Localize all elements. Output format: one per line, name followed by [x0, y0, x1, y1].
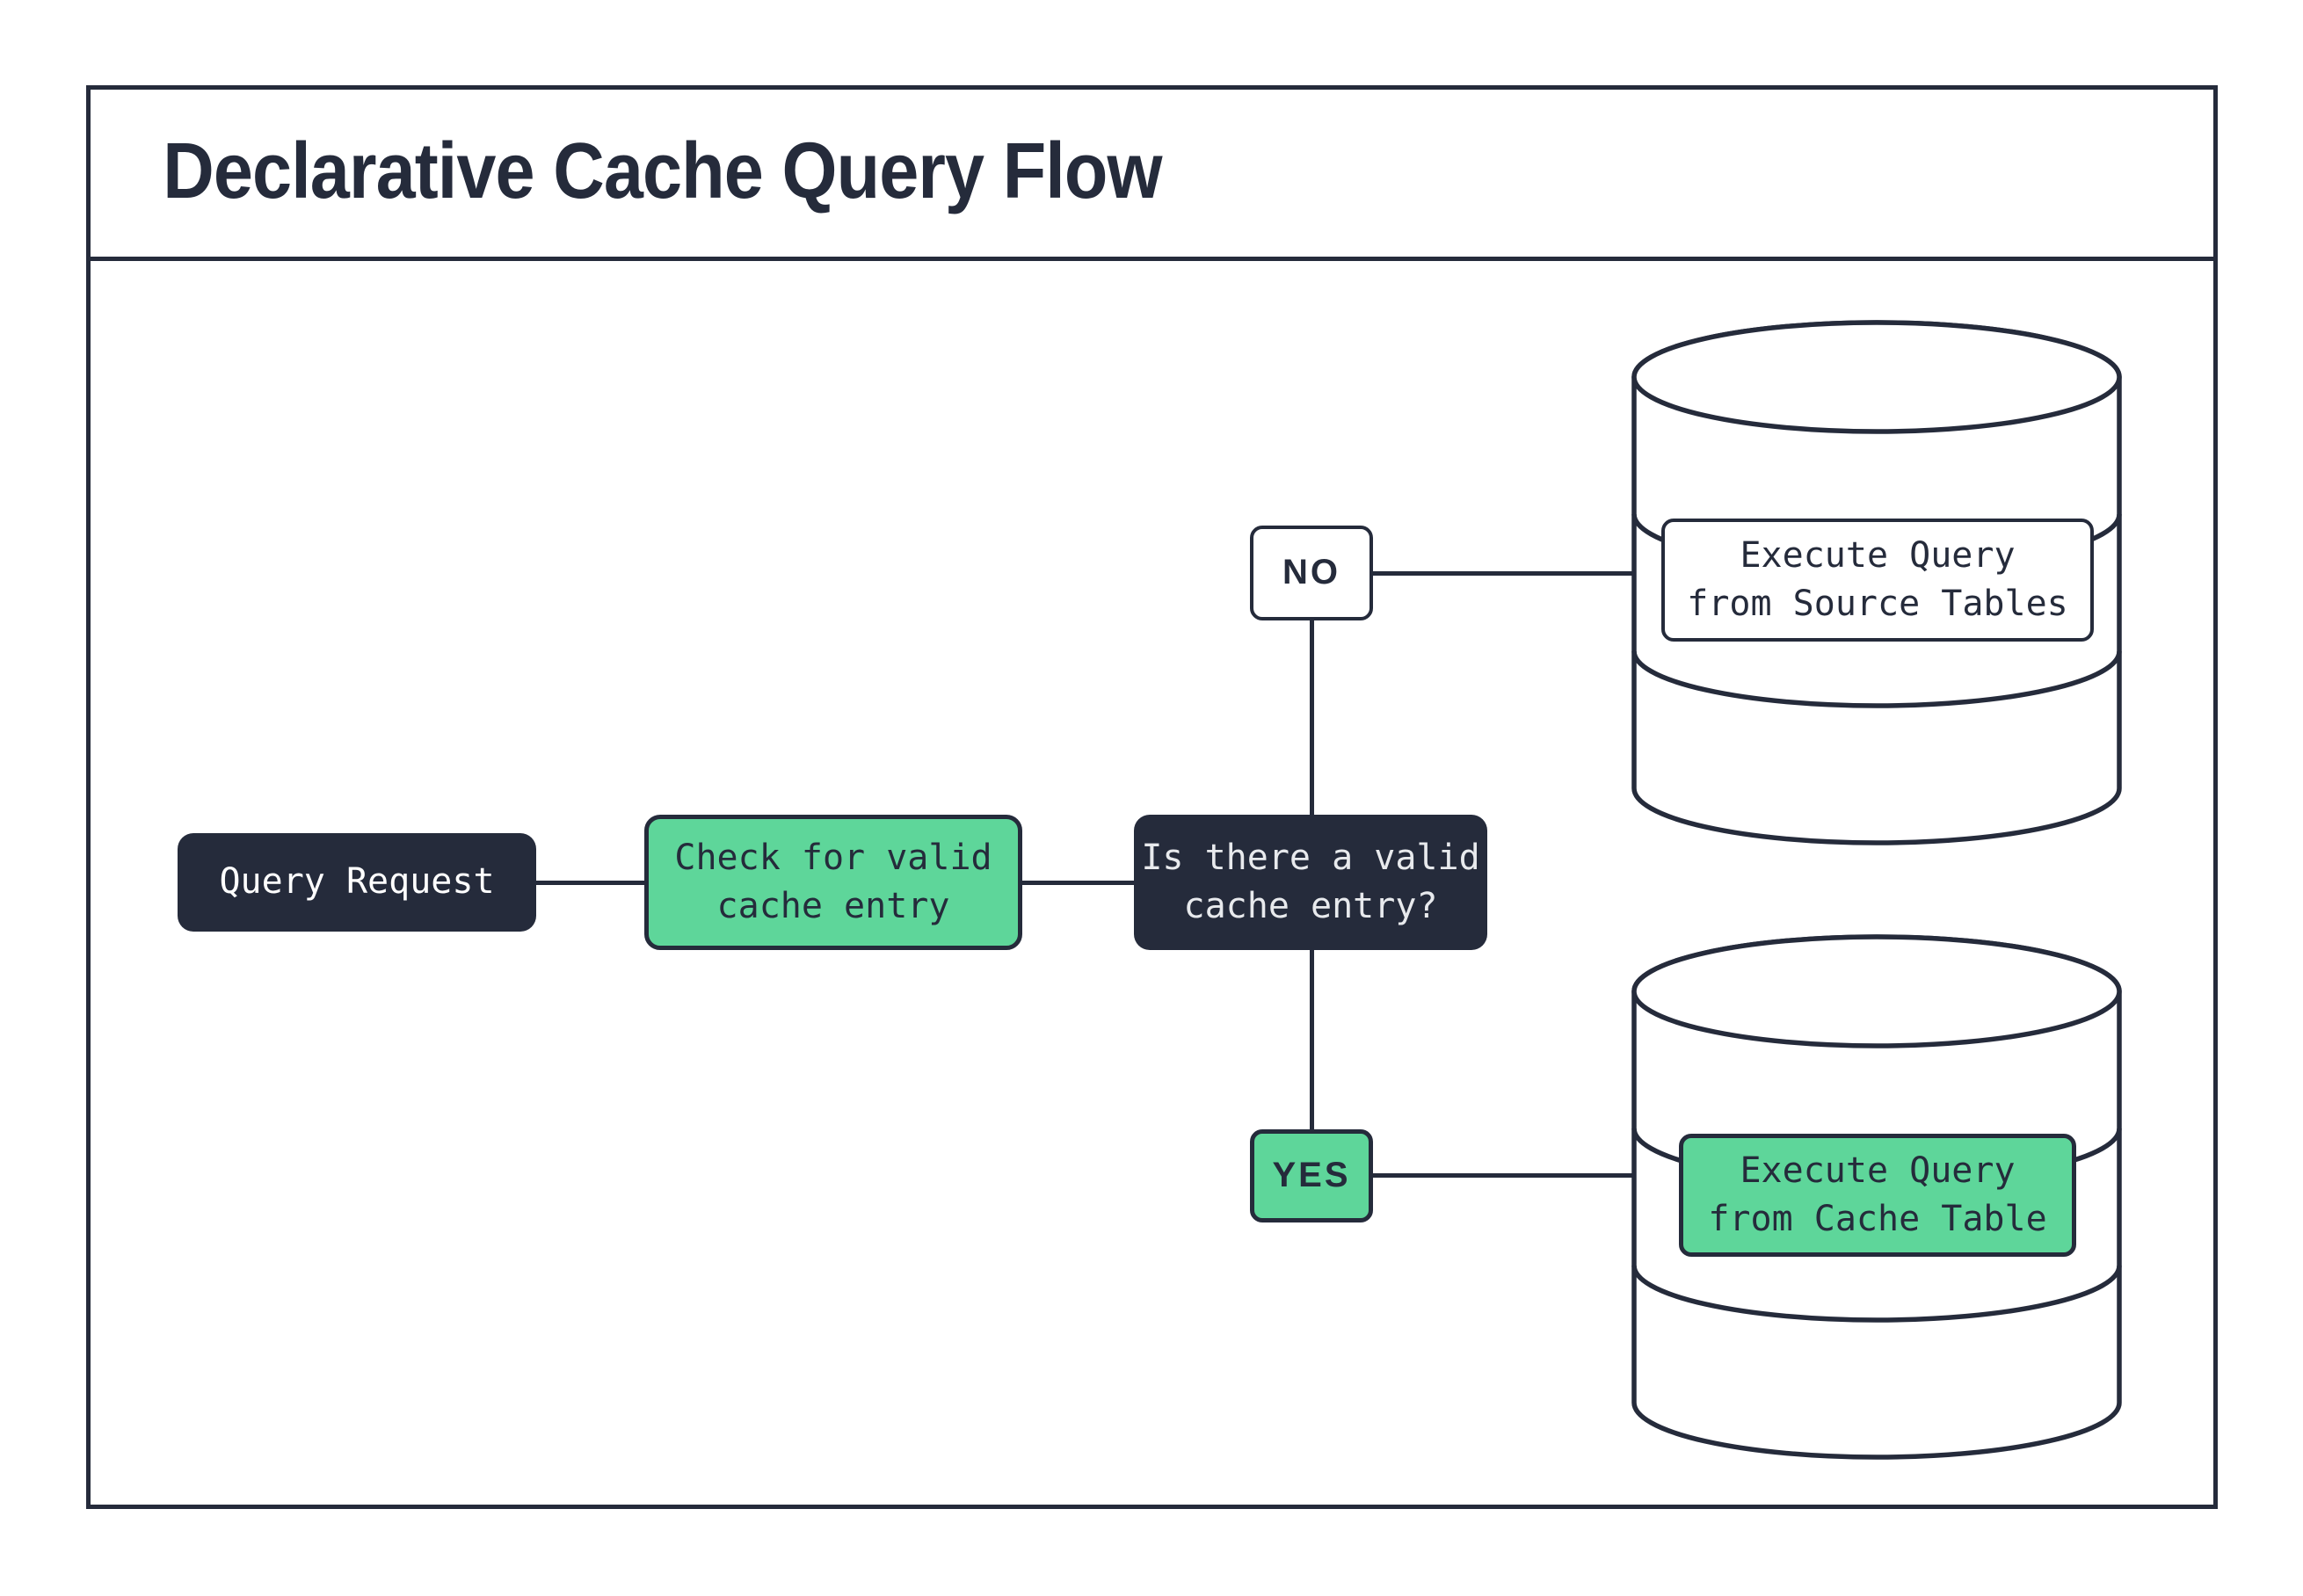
branch-yes-badge: YES — [1250, 1129, 1373, 1222]
title-bar: Declarative Cache Query Flow — [86, 85, 2218, 261]
node-decision-valid-cache: Is there a valid cache entry? — [1134, 815, 1487, 950]
diagram-title: Declarative Cache Query Flow — [163, 127, 1162, 215]
connector-decision-to-yes — [1310, 950, 1314, 1131]
node-query-request: Query Request — [178, 833, 536, 932]
branch-no-badge: NO — [1250, 526, 1373, 620]
node-check-cache: Check for valid cache entry — [644, 815, 1022, 950]
label-execute-query-source-tables: Execute Query from Source Tables — [1661, 519, 2094, 642]
connector-check-to-decision — [1022, 881, 1134, 885]
connector-yes-to-cache-db — [1372, 1173, 1632, 1178]
label-execute-query-cache-table: Execute Query from Cache Table — [1679, 1134, 2076, 1257]
connector-query-to-check — [536, 881, 644, 885]
connector-no-to-decision — [1310, 619, 1314, 816]
connector-no-to-source-db — [1372, 571, 1632, 576]
